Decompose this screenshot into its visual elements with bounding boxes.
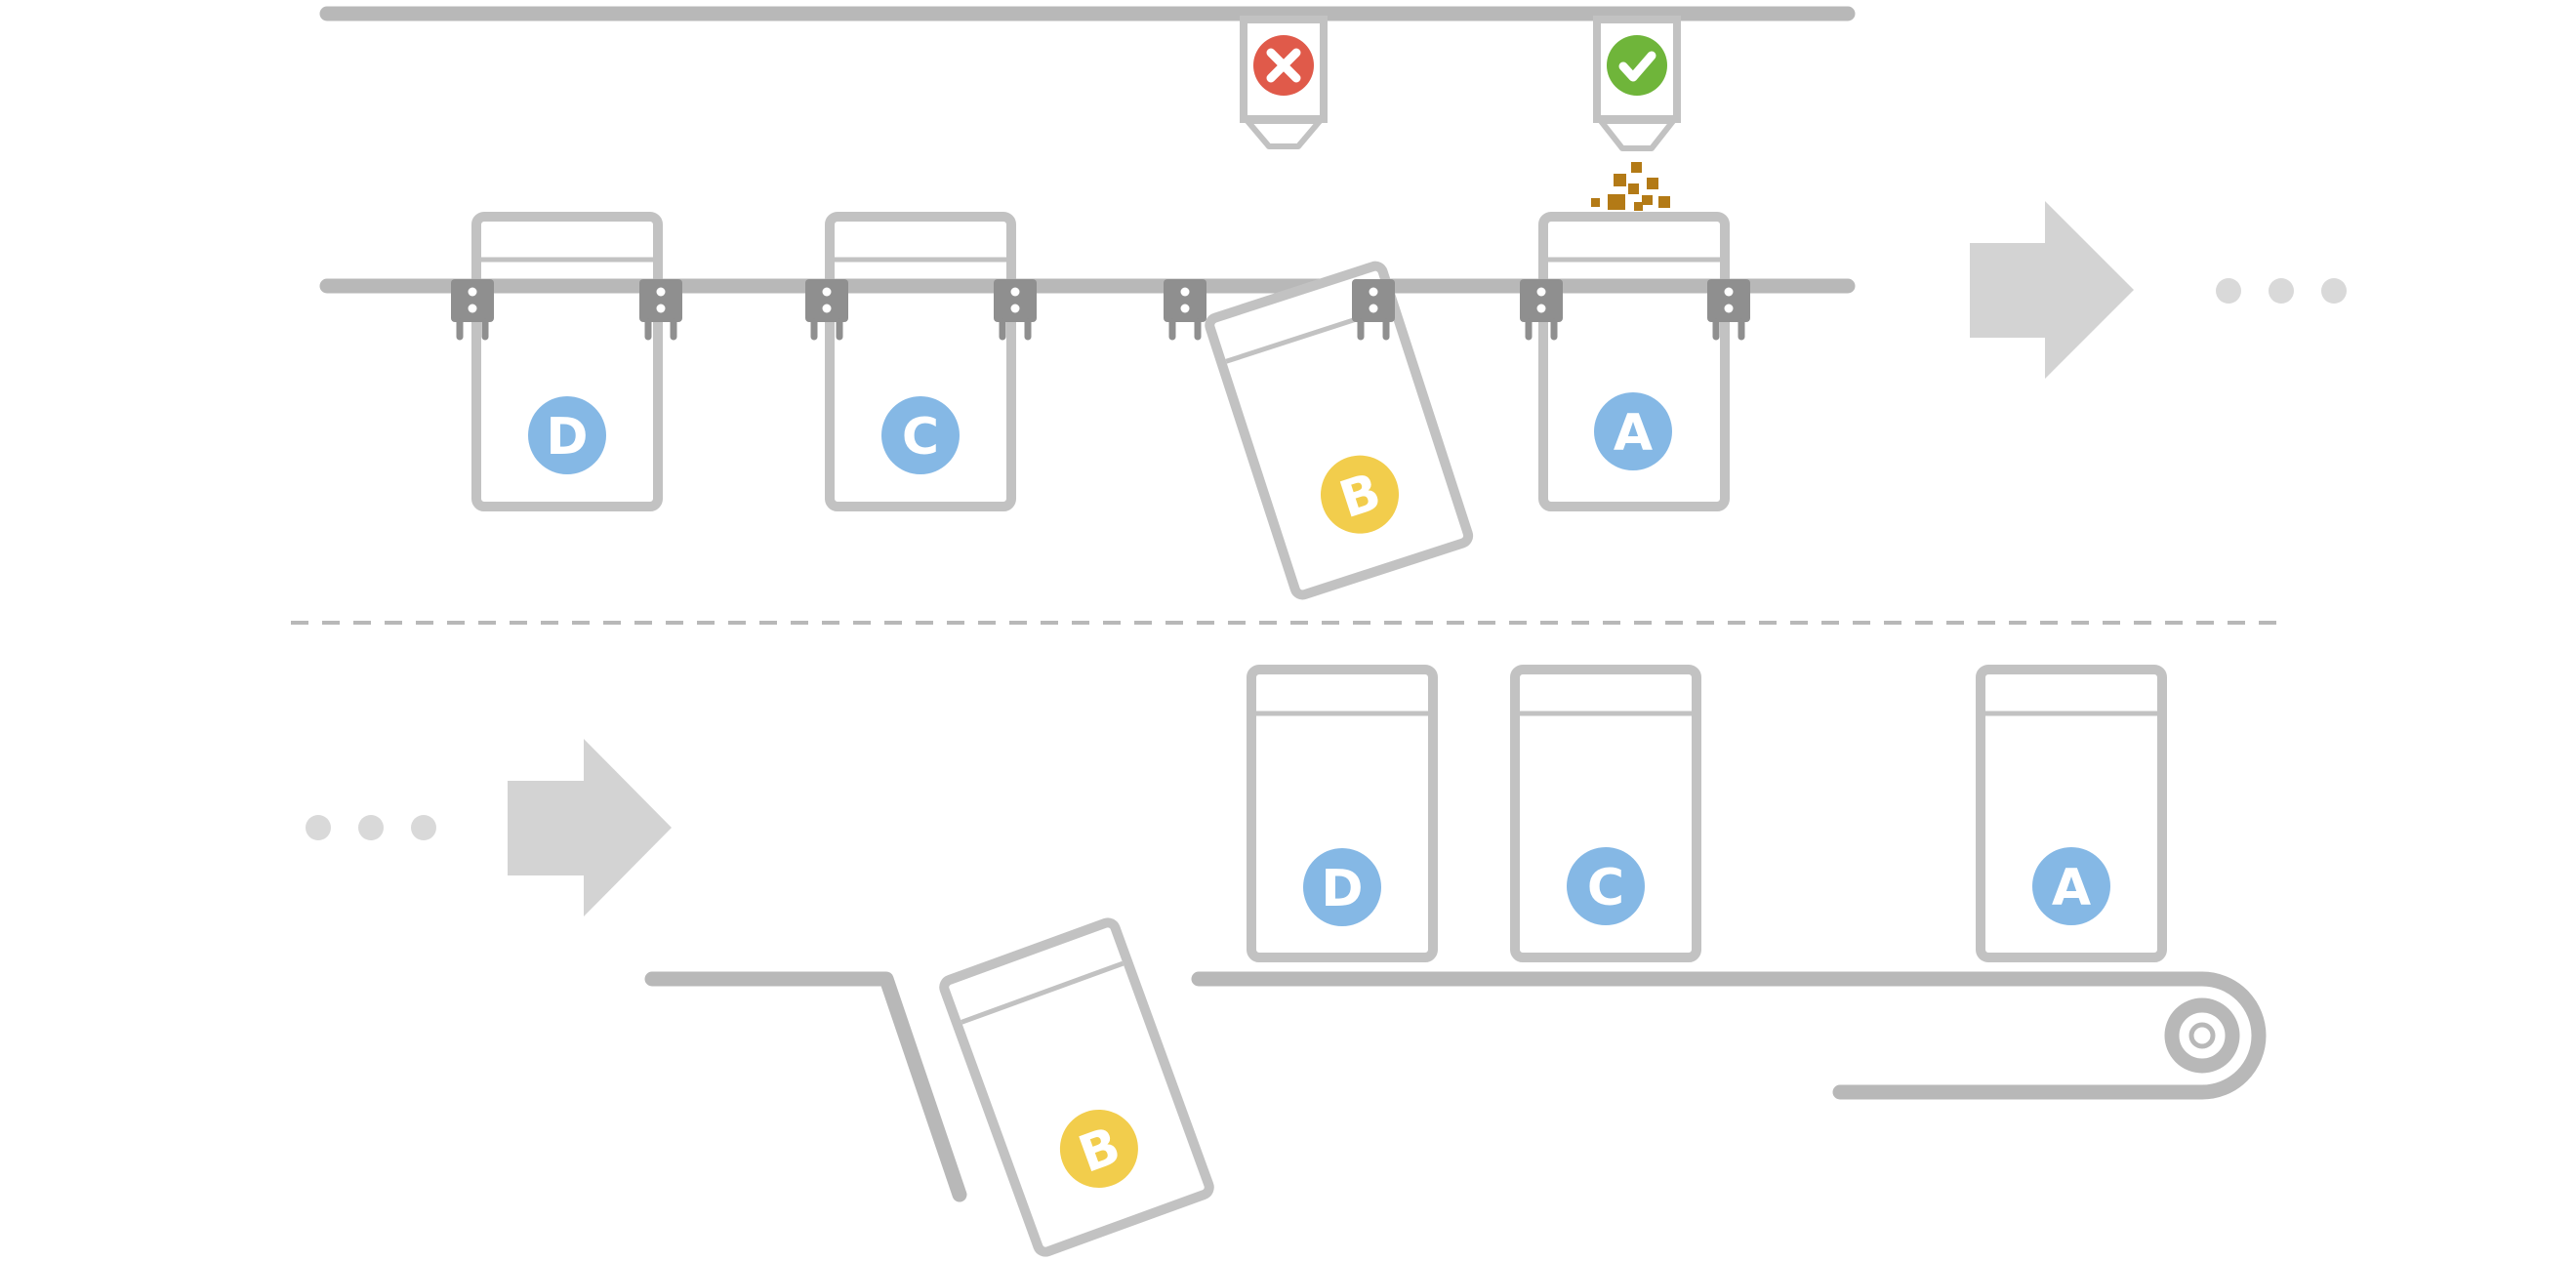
check-icon [1607, 35, 1667, 96]
container-top-d: D [471, 212, 663, 511]
powder-particles [1591, 162, 1670, 211]
container-label-badge [1321, 455, 1400, 534]
clamp-icon [994, 279, 1037, 341]
container-bottom-d: D [1247, 665, 1438, 962]
conveyor-belt [1191, 971, 2267, 1100]
container-label: D [546, 408, 588, 467]
flow-arrow-right [1970, 201, 2134, 379]
container-bottom-a: A [1976, 665, 2167, 962]
clamp-icon [1164, 279, 1206, 341]
accept-dispenser [1593, 16, 1681, 151]
rail-clamps [451, 279, 1750, 341]
clamp-icon [639, 279, 682, 341]
container-label-badge [1059, 1109, 1138, 1188]
container-label: C [902, 408, 939, 467]
container-bottom-c: C [1510, 665, 1701, 962]
reject-dispenser [1240, 16, 1328, 149]
container-top-b: B [1205, 261, 1474, 600]
clamp-icon [805, 279, 848, 341]
clamp-icon [1520, 279, 1563, 341]
container-label: D [1321, 860, 1363, 918]
container-top-a: A [1538, 212, 1730, 511]
continuation-dots-left [306, 815, 436, 840]
clamp-icon [1352, 279, 1395, 341]
container-label-badge [1567, 847, 1645, 925]
container-label: A [2052, 859, 2091, 917]
flow-arrow-left [508, 739, 672, 916]
conveyor-roller [2164, 997, 2240, 1074]
container-label-badge [881, 396, 960, 474]
continuation-dots-right [2216, 278, 2347, 304]
container-top-c: C [825, 212, 1016, 511]
reject-chute [644, 971, 967, 1202]
container-label-badge [2032, 847, 2110, 925]
cross-icon [1253, 35, 1314, 96]
container-bottom-b: B [939, 917, 1214, 1257]
container-label: C [1587, 859, 1624, 917]
container-label-badge [1303, 848, 1381, 926]
container-label: A [1614, 404, 1653, 463]
clamp-icon [451, 279, 494, 341]
clamp-icon [1707, 279, 1750, 341]
container-label-badge [1594, 392, 1672, 470]
container-label-badge [528, 396, 606, 474]
